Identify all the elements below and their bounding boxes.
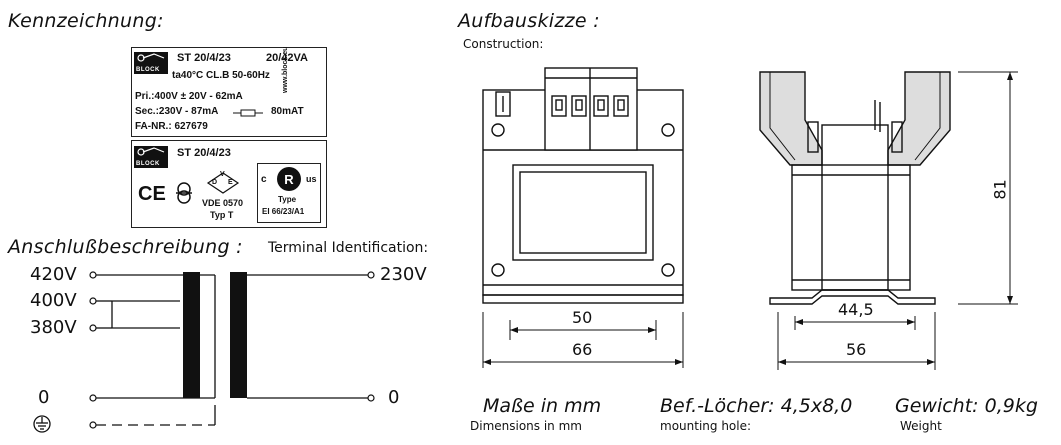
dim-height: 81 (990, 179, 1010, 200)
footer-weight: Gewicht: 0,9kg (895, 395, 1038, 417)
rating-plate-bottom: BLOCK ST 20/4/23 CE V D E VDE 0570 Typ T… (131, 140, 327, 228)
plate-primary: Pri.:400V ± 20V - 62mA (135, 91, 243, 102)
ul-box: c R us Type EI 66/23/A1 (257, 163, 321, 223)
footer-weight-en: Weight (900, 419, 942, 433)
ul-type-label: Type (278, 195, 297, 204)
ul-us: us (306, 174, 317, 184)
plate-model: ST 20/4/23 (177, 52, 231, 64)
ul-c: c (261, 174, 267, 185)
plate2-model: ST 20/4/23 (177, 147, 231, 159)
transformer-core-right (230, 272, 247, 398)
plate-fuse: 80mAT (271, 106, 304, 117)
ground-icon (33, 415, 51, 433)
plate-ambient: ta40°C CL.B 50-60Hz (172, 70, 270, 81)
footer-holes: Bef.-Löcher: 4,5x8,0 (660, 395, 853, 417)
footer-dimensions: Maße in mm (483, 395, 602, 417)
block-logo: BLOCK (134, 52, 168, 74)
construction-subheading: Construction: (463, 37, 544, 51)
dim-width-outer: 66 (572, 340, 593, 359)
footer-dimensions-en: Dimensions in mm (470, 419, 582, 433)
terminal-400v: 400V (30, 290, 77, 311)
secondary-wires (247, 274, 368, 399)
terminal-heading: Anschlußbeschreibung : (8, 236, 243, 258)
plate-power: 20/42VA (266, 52, 308, 64)
logo-symbol-icon-2 (137, 147, 165, 156)
terminal-0-primary: 0 (38, 387, 50, 408)
vde-letter-e: E (228, 179, 233, 186)
terminal-0-secondary: 0 (388, 387, 400, 408)
logo-text-2: BLOCK (136, 161, 160, 167)
terminal-230v: 230V (380, 264, 427, 285)
ul-logo-icon: R (277, 167, 301, 191)
plate-secondary: Sec.:230V - 87mA (135, 106, 219, 117)
transformer-core-left (183, 272, 200, 398)
terminal-420v: 420V (30, 264, 77, 285)
dim-depth-outer: 56 (846, 340, 867, 359)
ul-type-value: EI 66/23/A1 (262, 207, 305, 216)
fuse-icon (233, 109, 263, 117)
terminal-380v: 380V (30, 317, 77, 338)
vde-letter-v: V (220, 171, 225, 178)
construction-heading: Aufbauskizze : (458, 10, 600, 32)
ce-mark: CE (138, 183, 166, 205)
vde-label: VDE 0570 (202, 198, 244, 208)
plate-fa-nr: FA-NR.: 627679 (135, 121, 208, 132)
typ-label: Typ T (210, 210, 234, 220)
vde-letter-d: D (212, 179, 218, 186)
dim-width-inner: 50 (572, 308, 593, 327)
logo-text: BLOCK (136, 67, 160, 73)
safety-transformer-icon (176, 182, 192, 204)
rating-plate-top: BLOCK ST 20/4/23 20/42VA ta40°C CL.B 50-… (131, 47, 327, 137)
vde-triangle-icon (206, 172, 240, 194)
block-logo-2: BLOCK (134, 146, 168, 168)
terminal-subheading: Terminal Identification: (268, 240, 429, 256)
marking-heading: Kennzeichnung: (8, 10, 164, 32)
logo-symbol-icon (137, 53, 165, 62)
footer-holes-en: mounting hole: (660, 419, 752, 433)
svg-text:R: R (284, 172, 294, 187)
dim-depth-inner: 44,5 (838, 300, 874, 319)
